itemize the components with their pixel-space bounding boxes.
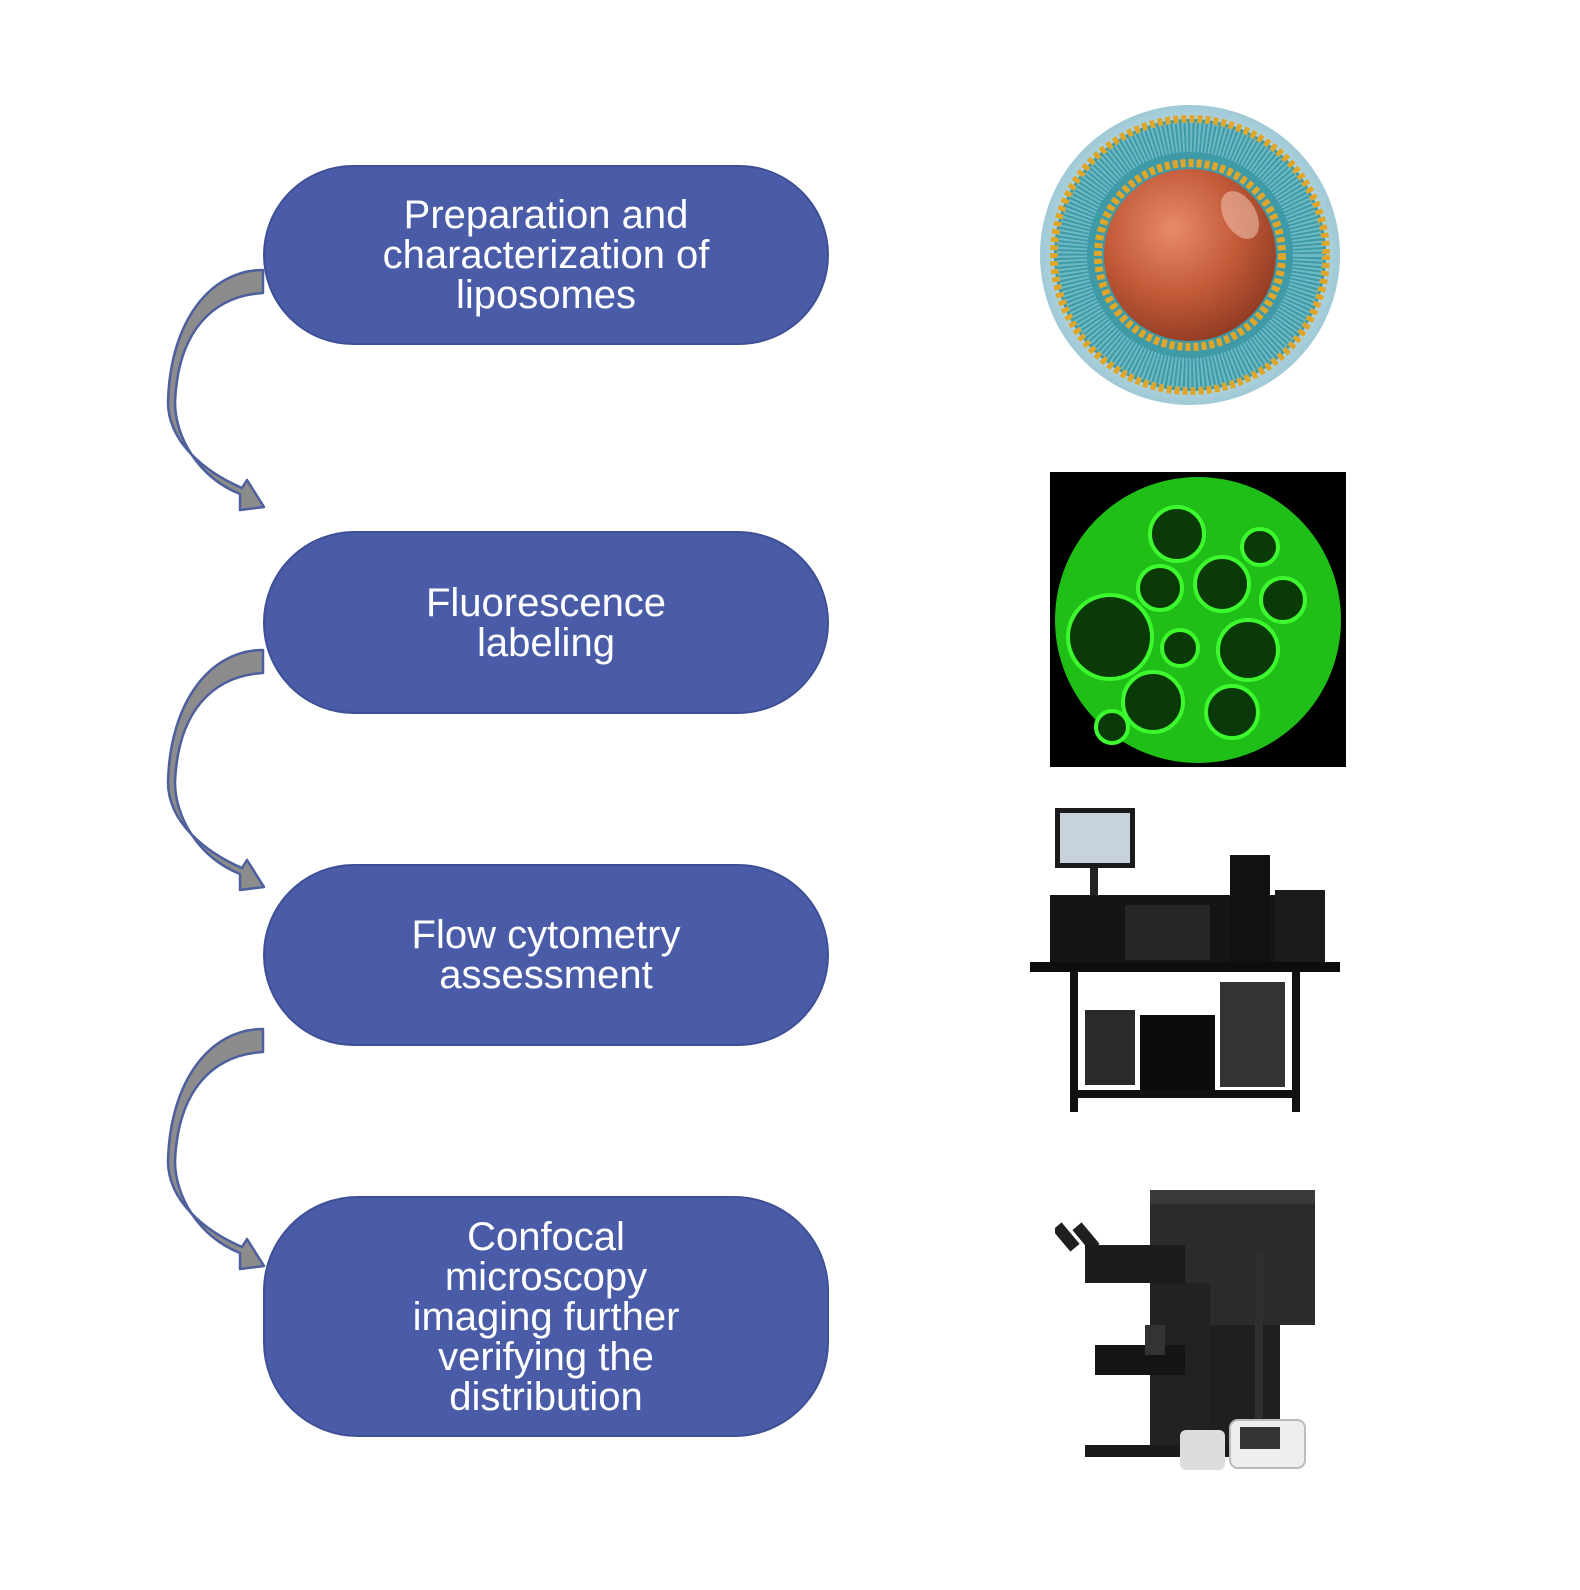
step-2-label: Fluorescence labeling bbox=[396, 583, 696, 663]
confocal-microscope-photo bbox=[1055, 1185, 1355, 1485]
liposome-illustration bbox=[1040, 105, 1340, 405]
flow-cytometer-photo bbox=[1030, 800, 1340, 1120]
step-1-pill: Preparation and characterization of lipo… bbox=[263, 165, 829, 345]
step-4-label: Confocal microscopy imaging further veri… bbox=[396, 1217, 696, 1417]
curved-arrow-3 bbox=[150, 1021, 280, 1291]
step-3-label: Flow cytometry assessment bbox=[386, 915, 706, 995]
step-2-pill: Fluorescence labeling bbox=[263, 531, 829, 714]
step-1-label: Preparation and characterization of lipo… bbox=[346, 195, 746, 315]
fluorescence-micrograph bbox=[1050, 472, 1346, 767]
step-4-pill: Confocal microscopy imaging further veri… bbox=[263, 1196, 829, 1437]
curved-arrow-1 bbox=[150, 262, 280, 532]
step-3-pill: Flow cytometry assessment bbox=[263, 864, 829, 1046]
curved-arrow-2 bbox=[150, 642, 280, 912]
